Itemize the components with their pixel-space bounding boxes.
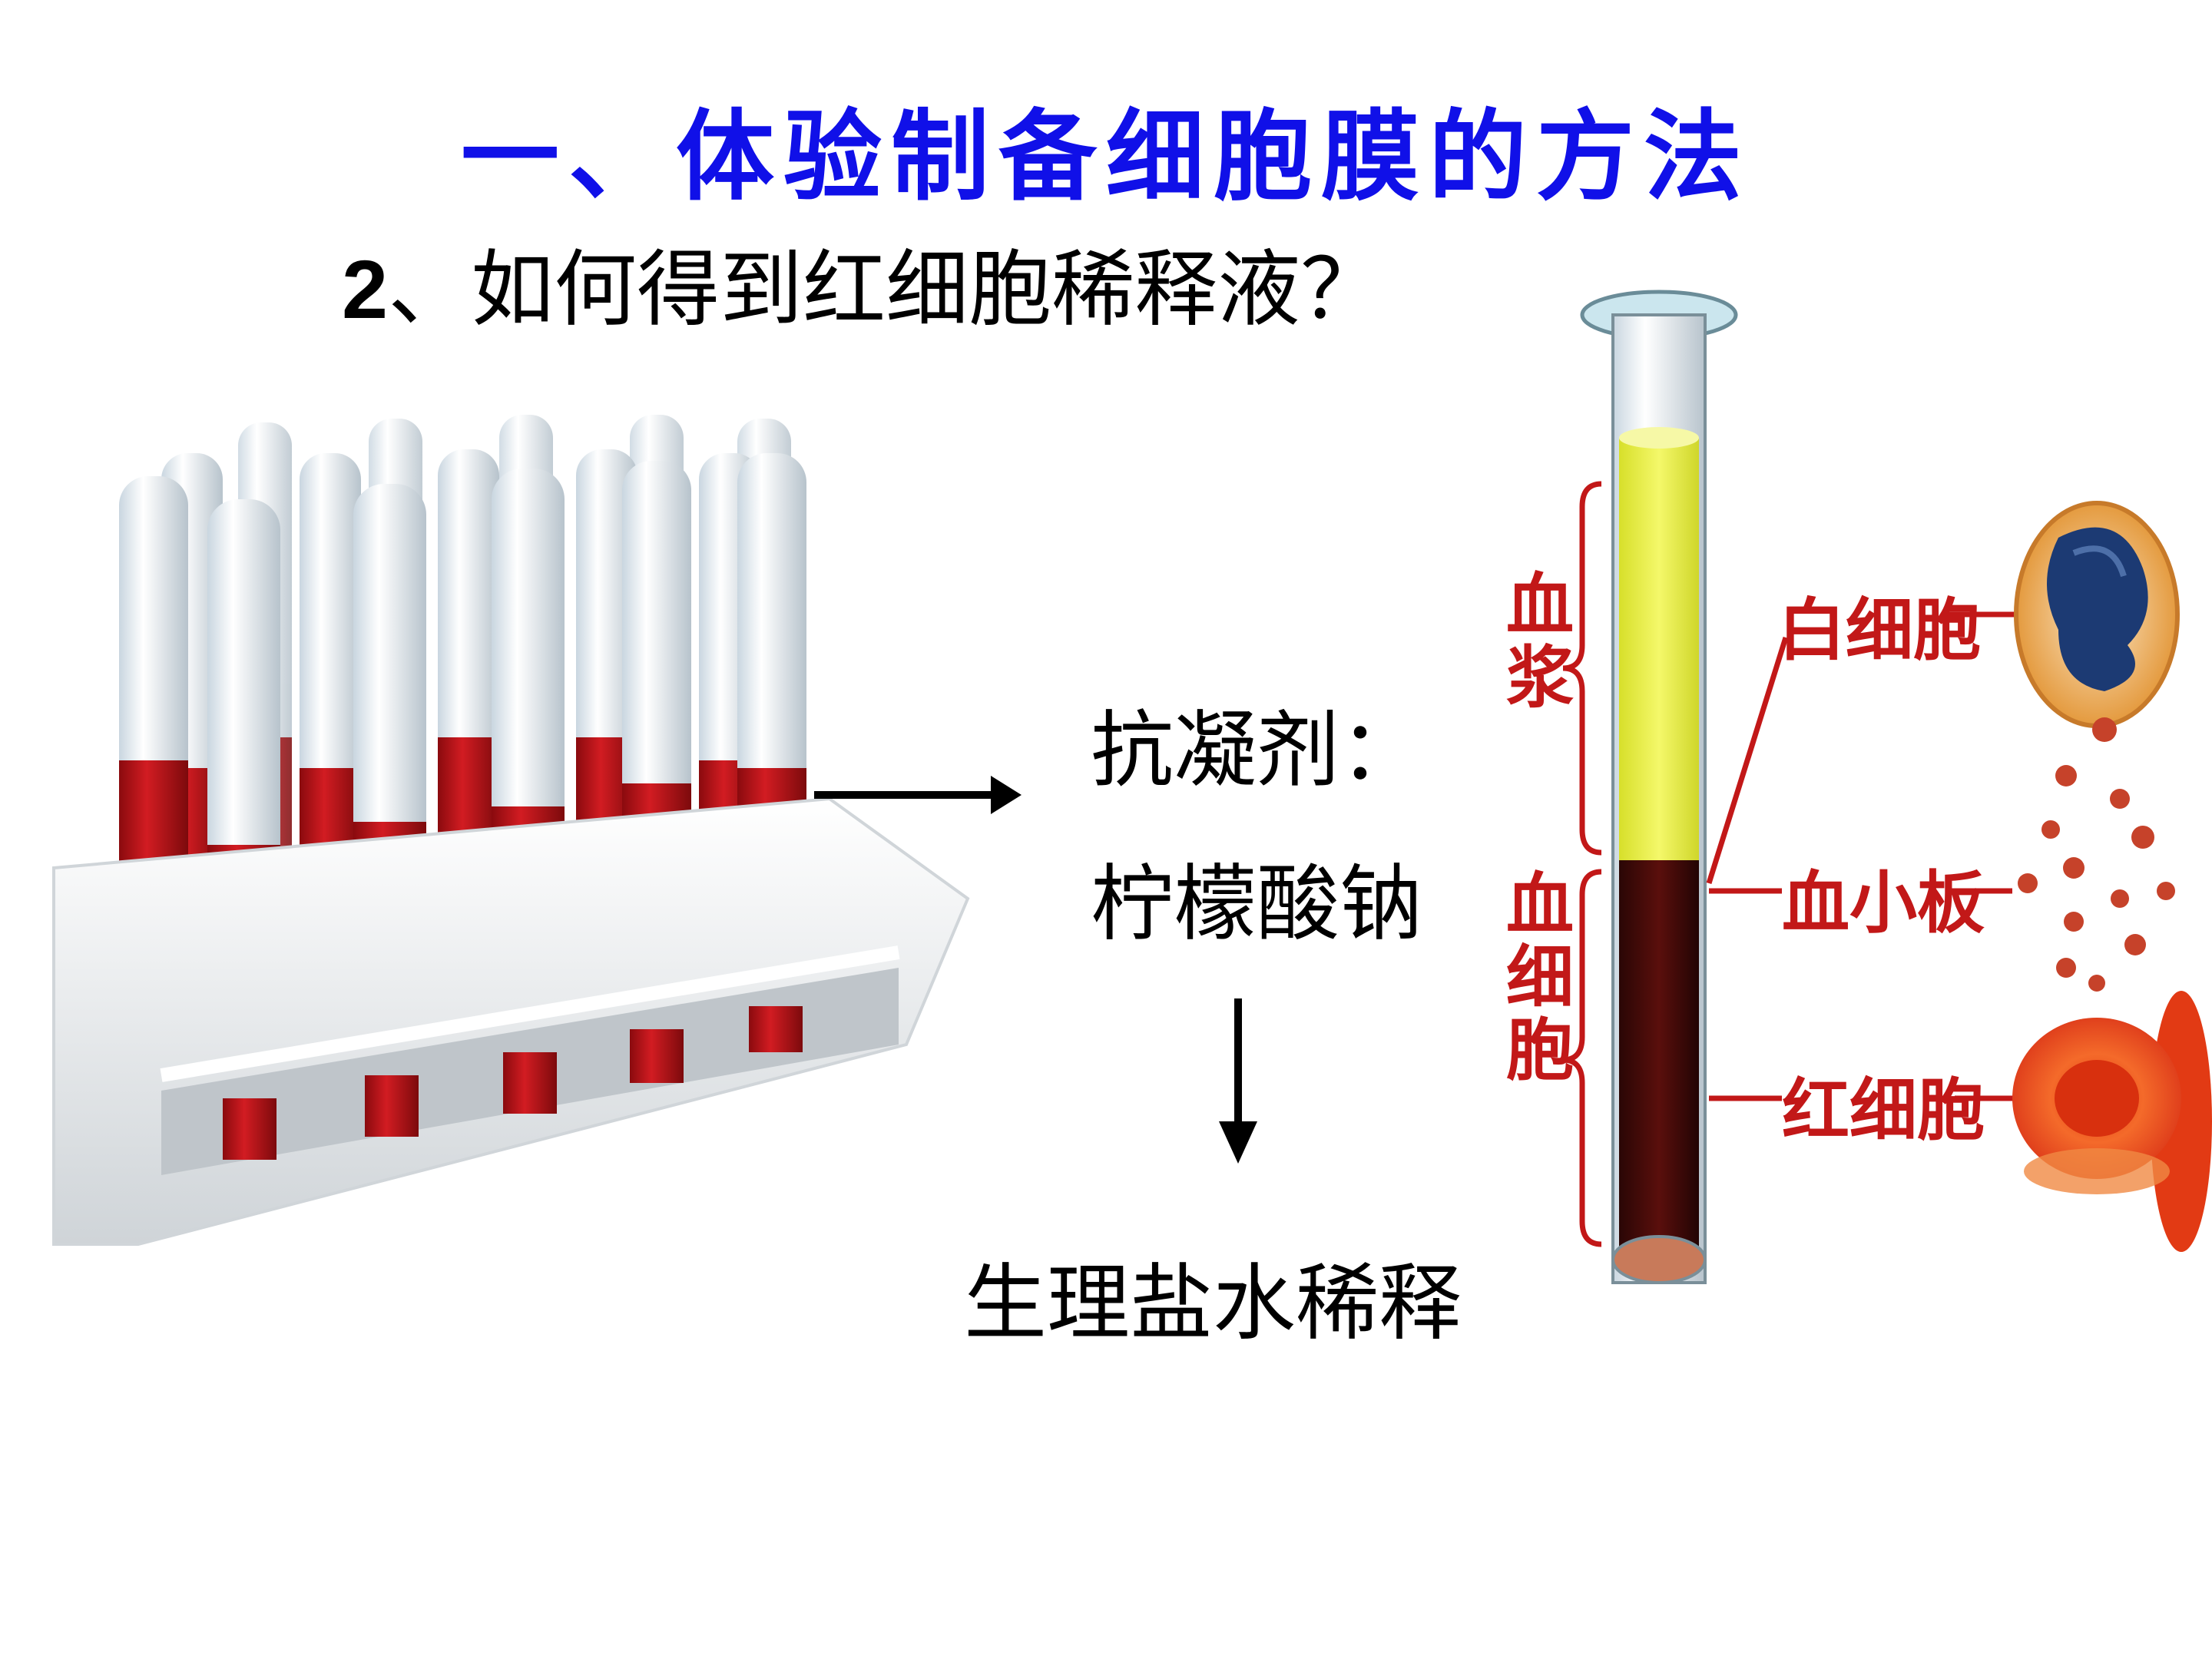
anticoagulant-name: 柠檬酸钠 (1091, 856, 1423, 952)
red-blood-cell-icon (2012, 991, 2212, 1252)
right-arrow-icon (814, 776, 1022, 814)
white-blood-cell-label: 白细胞 (1778, 590, 1982, 670)
question-number: 2 (342, 243, 389, 336)
dilution-step: 生理盐水稀释 (964, 1256, 1462, 1352)
down-arrow-icon (1219, 998, 1257, 1164)
anticoagulant-label: 抗凝剂： (1091, 703, 1423, 799)
question-heading: 2、如何得到红细胞稀释液？ (342, 223, 1383, 343)
platelet-icon (2018, 717, 2175, 992)
blood-cells-label: 血细胞 (1505, 864, 1574, 1091)
page-title: 一、体验制备细胞膜的方法 (461, 99, 1752, 214)
red-blood-cell-label: 红细胞 (1782, 1070, 1985, 1150)
platelet-label: 血小板 (1782, 863, 1985, 942)
centrifuged-blood-tube-icon (1562, 290, 2028, 1284)
test-tube-rack-icon (52, 415, 970, 1246)
white-blood-cell-icon (2014, 501, 2180, 728)
plasma-label: 血浆 (1505, 565, 1574, 718)
question-text: 、如何得到红细胞稀释液？ (388, 242, 1384, 338)
